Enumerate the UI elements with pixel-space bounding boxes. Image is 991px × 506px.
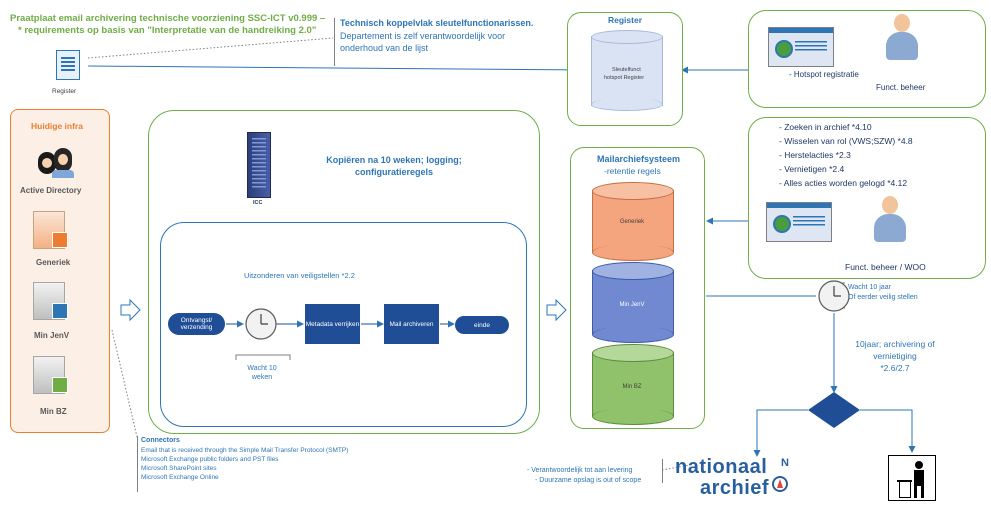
infra-item: Min BZ (40, 407, 67, 416)
na-note-line1: - Verantwoordelijk tot aan levering (527, 467, 633, 474)
woo-person-icon (872, 196, 908, 242)
db-generiek (592, 182, 674, 261)
db-jenv (592, 262, 674, 343)
callout-line2: Departement is zelf verantwoordelijk voo… (340, 31, 506, 41)
hotspot-screen-icon (768, 27, 834, 67)
db-label: Min JenV (619, 302, 645, 308)
na-note-line2: - Duurzame opslag is out of scope (535, 477, 642, 484)
db-bz (592, 344, 674, 425)
callout-title: Technisch koppelvlak sleutelfunctionaris… (340, 18, 534, 28)
flow-archive: Mail archiveren (384, 304, 439, 344)
register-document-icon (56, 50, 80, 80)
icc-server-icon (247, 132, 271, 198)
flow-metadata: Metadata verrijken (305, 304, 360, 344)
woo-item: - Vernietigen *2.4 (779, 164, 845, 174)
register-box-title: Register (608, 15, 643, 25)
register-database (591, 30, 663, 111)
diagram-title-line2: * requirements op basis van "Interpretat… (18, 25, 317, 36)
flow-wait-line2: weken (251, 374, 273, 381)
hotspot-person-label: Funct. beheer (876, 83, 926, 92)
main-heading-line2: configuratieregels (354, 167, 434, 177)
flow-end: einde (455, 316, 509, 334)
connectors-bracket (137, 436, 138, 492)
archiving-line2: vernietiging (873, 351, 917, 361)
woo-item: - Wisselen van rol (VWS;SZW) *4.8 (779, 136, 913, 146)
na-bracket (662, 459, 663, 483)
connector-item: Email that is received through the Simpl… (141, 447, 349, 454)
icc-label: ICC (253, 200, 263, 206)
woo-screen-icon (766, 202, 832, 242)
infra-item: Min JenV (34, 331, 70, 340)
diagram-title-line1: Praatplaat email archivering technische … (10, 13, 326, 24)
register-doc-label: Register (52, 88, 77, 95)
archive-system-subtitle: -retentie regels (604, 166, 661, 176)
clock-icon-right (818, 280, 850, 312)
server-badge-icon (52, 303, 68, 319)
process-flow-box (160, 222, 527, 427)
clock-icon (245, 308, 277, 340)
woo-item: - Alles acties worden gelogd *4.12 (779, 178, 908, 188)
na-logo-circle-icon (772, 476, 788, 492)
server-badge-icon (52, 232, 68, 248)
wait-right-line1: Wacht 10 jaar (848, 284, 891, 291)
register-db-line2: hotspot Register (604, 75, 645, 81)
main-heading-line1: Kopiëren na 10 weken; logging; (326, 155, 462, 165)
woo-item: - Zoeken in archief *4.10 (779, 122, 872, 132)
woo-box (748, 117, 986, 279)
archiving-line3: *2.6/2.7 (880, 363, 910, 373)
globe-icon (775, 40, 793, 58)
globe-icon (773, 215, 791, 233)
archive-system-title: Mailarchiefsysteem (597, 154, 681, 164)
infra-title: Huidige infra (31, 121, 83, 131)
connector-item: Microsoft Exchange public folders and PS… (141, 456, 279, 463)
na-logo-line2: archief (700, 477, 770, 499)
archiving-line1: 10jaar; archivering of (855, 339, 935, 349)
active-directory-icon (38, 148, 74, 178)
flow-received: Ontvangst/ verzending (168, 313, 225, 335)
wait-right-line2: Of eerder veilig stellen (848, 294, 918, 301)
register-db-line1: Sleutelfunct (612, 67, 641, 73)
flow-wait-line1: Wacht 10 (247, 365, 277, 372)
db-label: Min BZ (622, 384, 642, 390)
exclude-label: Uitzonderen van veiligstellen *2.2 (244, 271, 355, 280)
server-badge-icon (52, 377, 68, 393)
callout-bracket (334, 18, 335, 66)
connector-item: Microsoft Exchange Online (141, 474, 219, 481)
hotspot-item: - Hotspot registratie (789, 70, 859, 79)
callout-line3: onderhoud van de lijst (340, 43, 429, 53)
na-logo-line1: nationaal (675, 456, 768, 478)
infra-item: Generiek (36, 258, 71, 267)
woo-item: - Herstelacties *2.3 (779, 150, 851, 160)
main-process-box (148, 110, 540, 434)
db-label: Generiek (619, 219, 645, 225)
hotspot-person-icon (884, 14, 920, 60)
trash-icon (888, 455, 936, 501)
decision-diamond (808, 392, 860, 428)
infra-item: Active Directory (20, 186, 82, 195)
connector-item: Microsoft SharePoint sites (141, 465, 217, 472)
woo-person-label: Funct. beheer / WOO (845, 262, 926, 272)
na-logo-mark: N (781, 457, 789, 469)
connectors-title: Connectors (141, 437, 180, 444)
